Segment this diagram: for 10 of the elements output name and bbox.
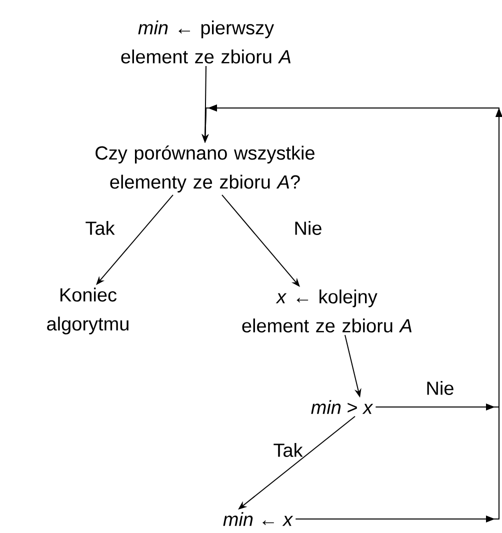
flow-step-text: min ← x <box>223 512 294 526</box>
edge-label: Tak <box>274 443 303 457</box>
edge-label: Nie <box>427 381 454 395</box>
flow-step-text: Koniec algorytmu <box>47 288 128 334</box>
flow-step-text: Czy porównano wszystkie elementy ze zbioru A? <box>96 146 314 192</box>
edge-label: Tak <box>86 221 115 235</box>
flow-step-text: min ← pierwszy element ze zbioru A <box>121 20 291 64</box>
edge-label: Nie <box>295 221 322 235</box>
flow-step-text: x ← kolejny element ze zbioru A <box>242 290 412 332</box>
flow-step-text: min > x <box>311 400 374 414</box>
